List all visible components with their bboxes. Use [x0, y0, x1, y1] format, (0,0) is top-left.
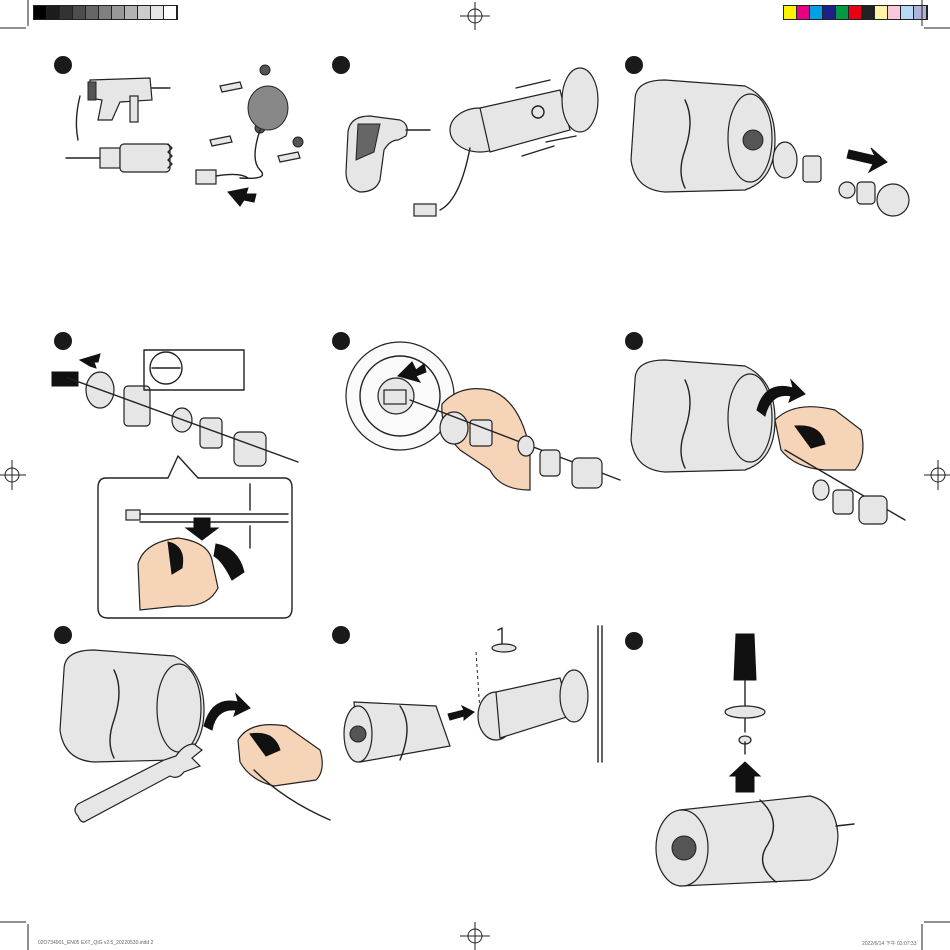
- rotate-arrow-icon: [204, 694, 250, 730]
- drill-icon: [76, 78, 170, 140]
- step-6-illustration: [625, 340, 915, 530]
- step-8-illustration: [340, 622, 630, 772]
- hand-icon: [775, 407, 863, 470]
- step-1-illustration: [60, 60, 320, 230]
- step-2-illustration: [340, 60, 630, 230]
- hole-saw-icon: [66, 144, 172, 172]
- step-7-illustration: [54, 630, 344, 830]
- arrow-icon: [228, 188, 256, 206]
- hand-icon: [238, 725, 330, 820]
- screw-icon: [739, 736, 751, 754]
- arrow-icon: [448, 706, 474, 720]
- step-4-illustration: [48, 338, 308, 628]
- registration-mark-left: [0, 460, 26, 490]
- hand-icon: [440, 389, 530, 490]
- camera-mount-icon: [450, 68, 598, 152]
- step-3-illustration: [625, 60, 915, 230]
- step-9-illustration: [650, 630, 880, 900]
- camera-body-icon: [344, 702, 450, 762]
- registration-mark-top: [460, 2, 490, 30]
- network-plug-icon: [52, 372, 78, 386]
- cable-gland-icon: [773, 142, 909, 216]
- camera-body-icon: [631, 80, 775, 192]
- step-5-illustration: [340, 340, 630, 510]
- cable-diameter-callout-icon: [144, 350, 244, 390]
- arrow-icon: [80, 354, 100, 368]
- screwdriver-icon: [725, 634, 765, 732]
- registration-mark-bottom: [460, 922, 490, 950]
- arrow-icon: [847, 148, 887, 172]
- network-cable-icon: [196, 170, 248, 184]
- footer-file-slug: 02O734901_EN05 EXT_QIG v2.5_20220530.ind…: [38, 940, 153, 946]
- registration-mark-right: [924, 460, 950, 490]
- camera-body-icon: [656, 796, 854, 886]
- arrow-icon: [730, 762, 760, 792]
- screwdriver-icon: [346, 116, 430, 192]
- rj45-port-icon: [384, 390, 406, 404]
- camera-body-icon: [60, 650, 204, 762]
- mounting-template-icon: [240, 86, 288, 178]
- camera-body-icon: [631, 360, 775, 472]
- footer-timestamp: 2022/6/14 下午 03:07:33: [862, 940, 917, 947]
- hand-icon: [138, 538, 244, 610]
- network-cable-icon: [414, 148, 470, 216]
- gland-parts-icon: [68, 372, 298, 466]
